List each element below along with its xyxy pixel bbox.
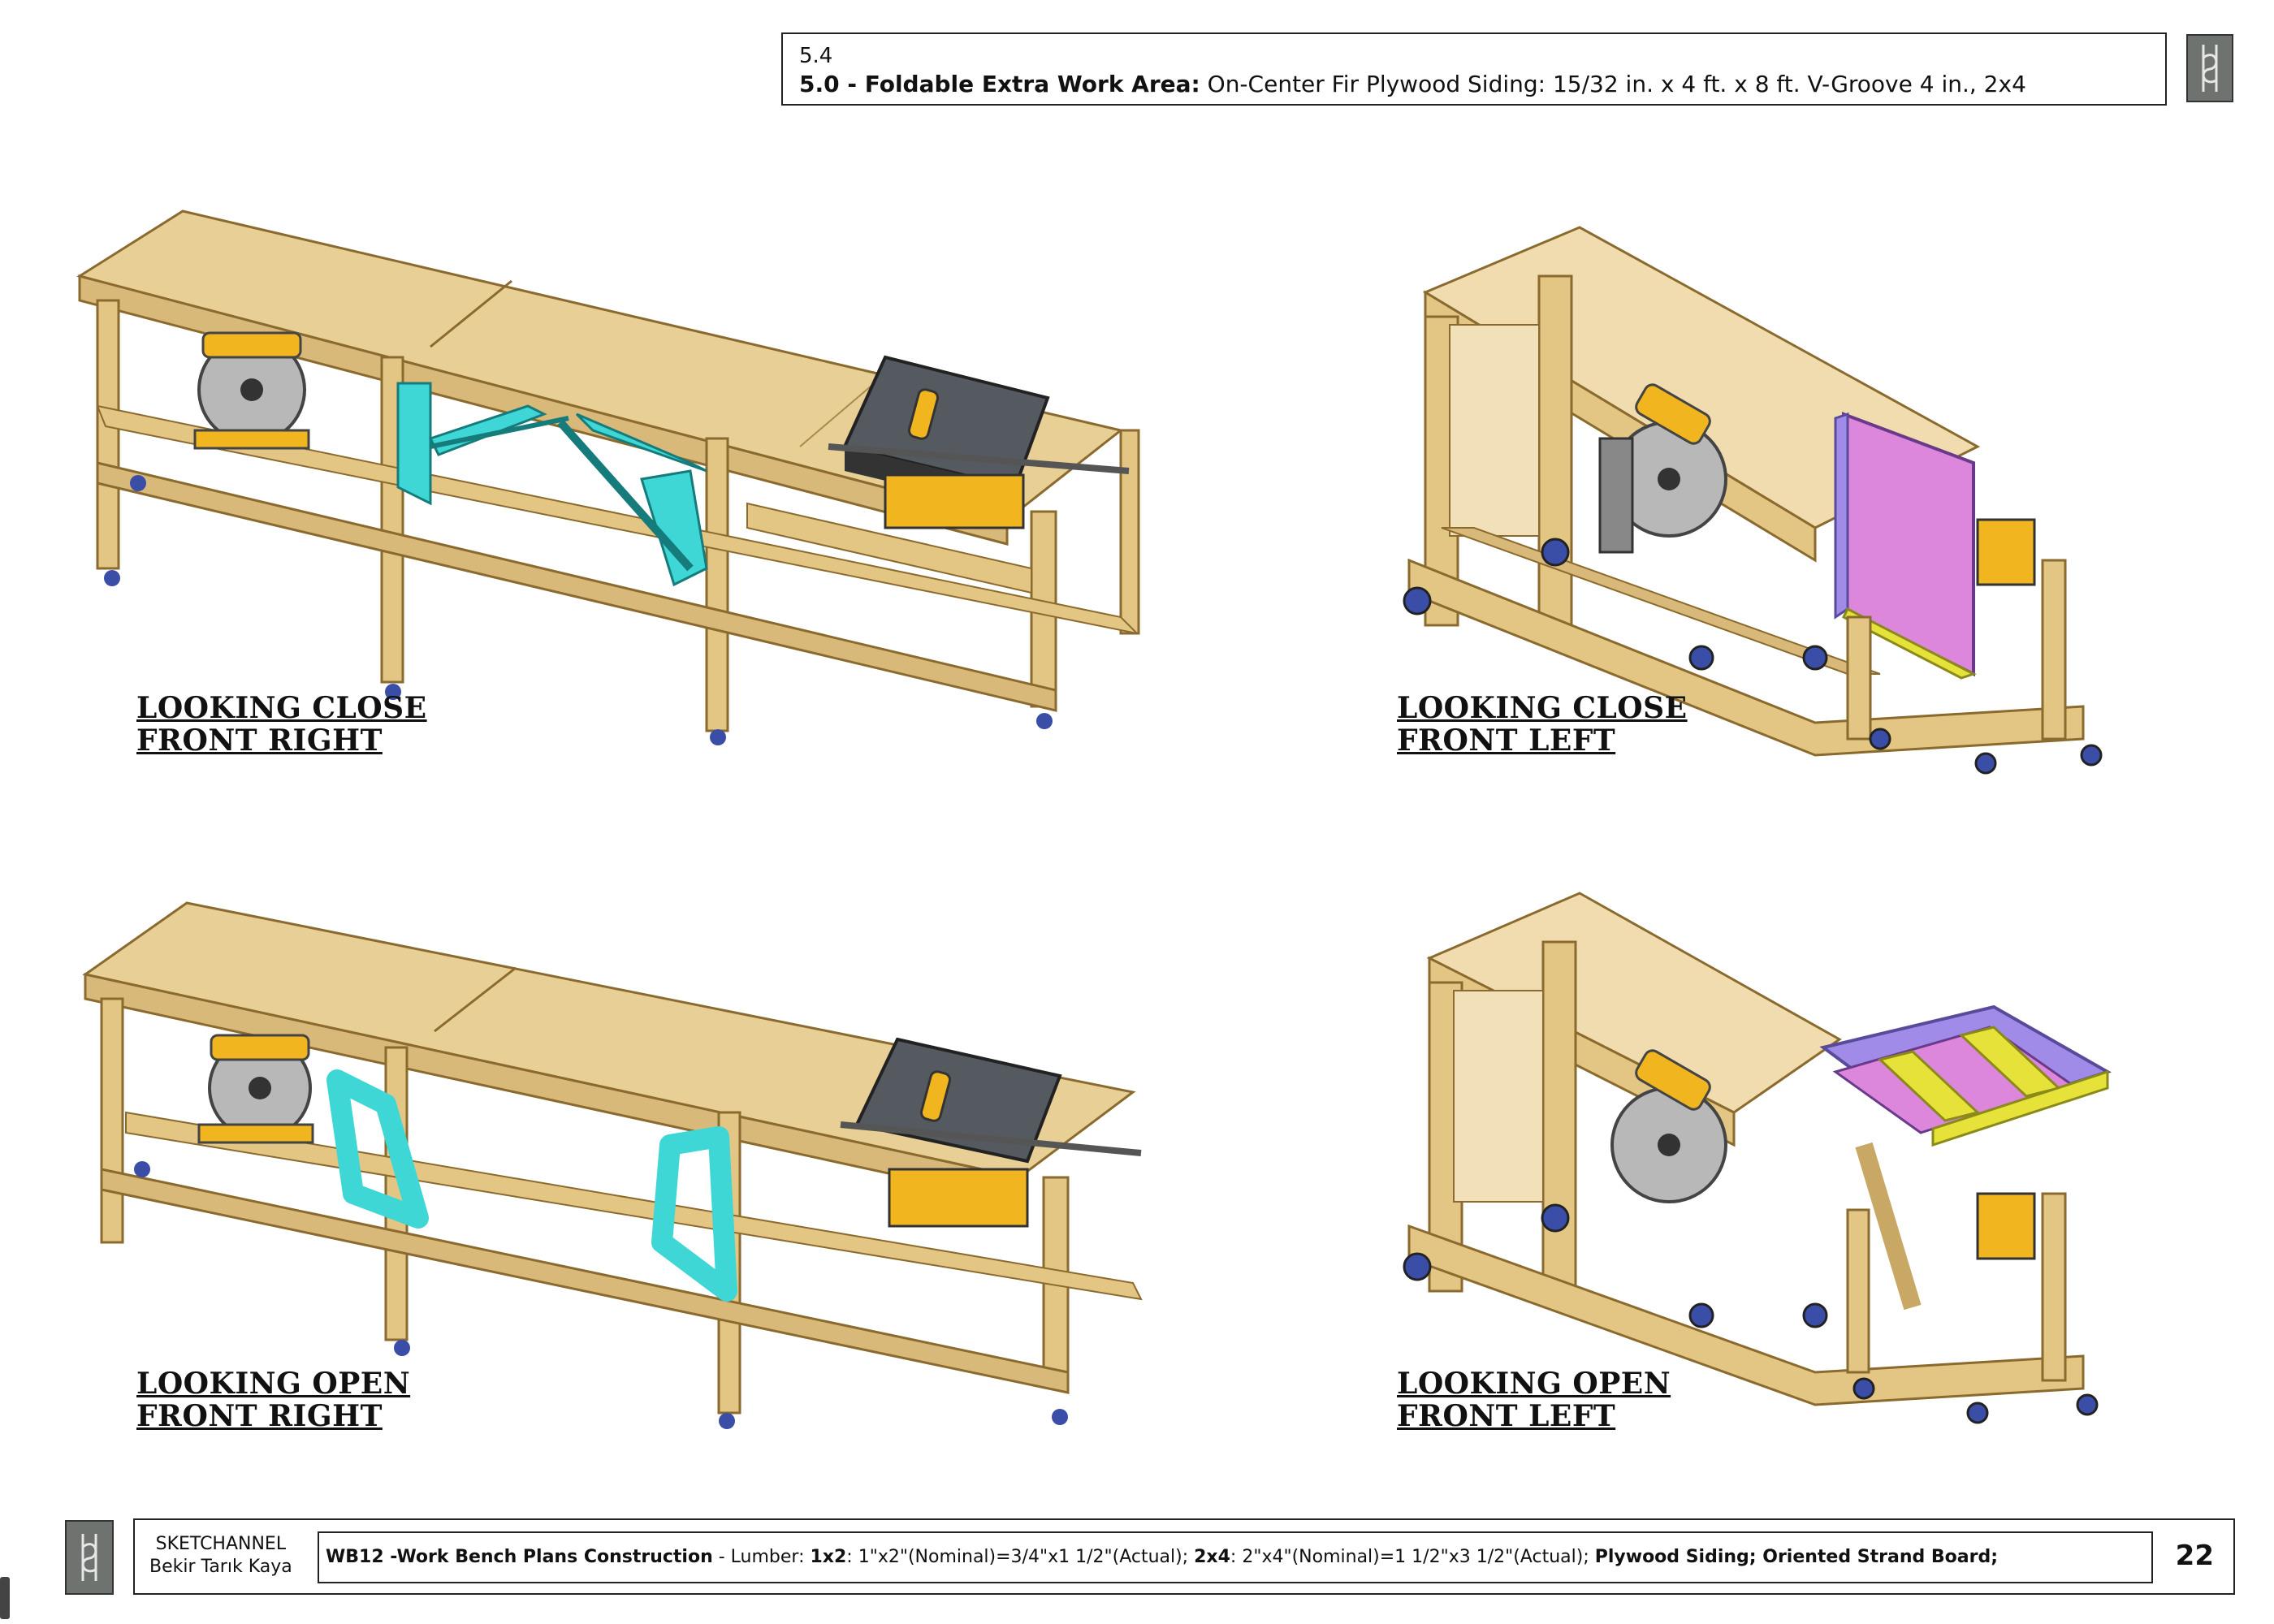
bench-close-front-left-drawing xyxy=(1403,226,2103,775)
footer-box: SKETCHANNEL Bekir Tarık Kaya WB12 -Work … xyxy=(133,1518,2235,1595)
desc-text: : 2"x4"(Nominal)=1 1/2"x3 1/2"(Actual); xyxy=(1230,1547,1595,1567)
edge-marker xyxy=(0,1577,10,1619)
bench-open-front-left-drawing xyxy=(1403,892,2112,1424)
bench-close-front-right-drawing xyxy=(76,209,1140,745)
desc-materials: Plywood Siding; Oriented Strand Board; xyxy=(1594,1547,1999,1567)
caption-line: FRONT RIGHT xyxy=(136,723,383,758)
desc-text: : 1"x2"(Nominal)=3/4"x1 1/2"(Actual); xyxy=(846,1547,1195,1567)
caption-line: FRONT RIGHT xyxy=(136,1399,383,1433)
caption-line: FRONT LEFT xyxy=(1397,723,1616,758)
caption-line: LOOKING OPEN xyxy=(1397,1367,1671,1401)
brand-name: SKETCHANNEL xyxy=(155,1534,287,1554)
section-number: 5.4 xyxy=(799,44,833,68)
footer-logo-icon xyxy=(65,1520,114,1595)
author-name: Bekir Tarık Kaya xyxy=(149,1557,292,1577)
desc-project: WB12 -Work Bench Plans Construction xyxy=(326,1547,713,1567)
header-box: 5.4 5.0 - Foldable Extra Work Area: On-C… xyxy=(781,32,2167,106)
section-title-bold: 5.0 - Foldable Extra Work Area: xyxy=(799,71,1200,97)
desc-text: - Lumber: xyxy=(712,1547,811,1567)
caption-close-front-left: LOOKING CLOSE FRONT LEFT xyxy=(1397,692,1688,757)
bench-open-front-right-drawing xyxy=(82,901,1143,1429)
desc-lumber-2x4: 2x4 xyxy=(1194,1547,1230,1567)
footer-description: WB12 -Work Bench Plans Construction - Lu… xyxy=(318,1531,2153,1583)
caption-open-front-right: LOOKING OPEN FRONT RIGHT xyxy=(136,1367,410,1432)
desc-lumber-1x2: 1x2 xyxy=(810,1547,847,1567)
logo-icon xyxy=(2186,34,2233,102)
caption-line: LOOKING CLOSE xyxy=(136,691,427,725)
footer-brand: SKETCHANNEL Bekir Tarık Kaya xyxy=(149,1533,292,1579)
page-number: 22 xyxy=(2175,1540,2214,1572)
section-title: 5.0 - Foldable Extra Work Area: On-Cente… xyxy=(799,70,2149,99)
caption-line: LOOKING OPEN xyxy=(136,1367,411,1401)
section-title-rest: On-Center Fir Plywood Siding: 15/32 in. … xyxy=(1200,71,2026,97)
caption-open-front-left: LOOKING OPEN FRONT LEFT xyxy=(1397,1367,1671,1432)
caption-close-front-right: LOOKING CLOSE FRONT RIGHT xyxy=(136,692,427,757)
caption-line: FRONT LEFT xyxy=(1397,1399,1616,1433)
caption-line: LOOKING CLOSE xyxy=(1397,691,1688,725)
